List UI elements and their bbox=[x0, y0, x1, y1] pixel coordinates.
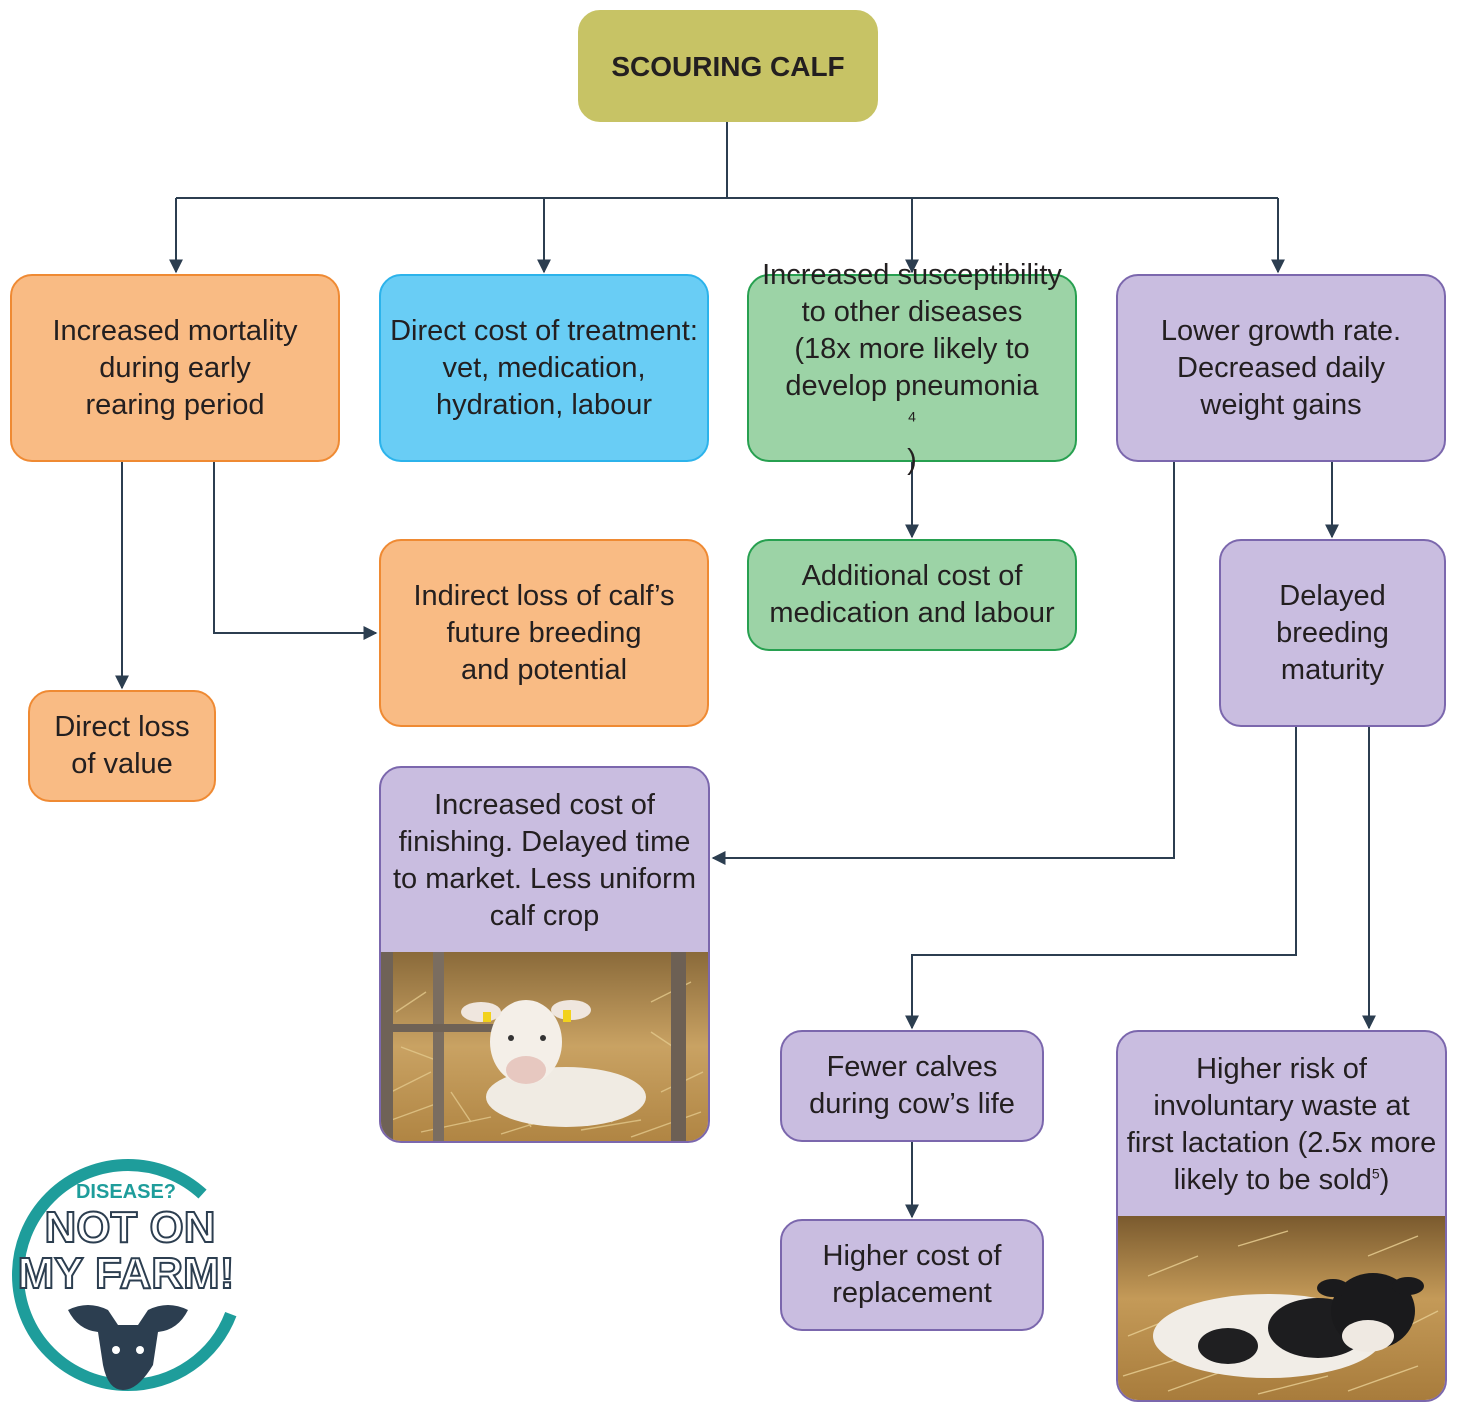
node-line: involuntary waste at bbox=[1153, 1090, 1410, 1122]
logo-line2-text: MY FARM! bbox=[18, 1249, 235, 1298]
node-line: Direct cost of treatment: bbox=[390, 314, 698, 347]
node-line: during cow’s life bbox=[809, 1088, 1015, 1120]
node-line: and potential bbox=[460, 653, 628, 686]
node-line: Direct loss bbox=[54, 711, 190, 743]
node-line: first lactation (2.5x more bbox=[1126, 1127, 1437, 1159]
node-line: vet, medication, bbox=[442, 351, 646, 384]
node-line: replacement bbox=[832, 1277, 992, 1309]
footnote-marker: 4 bbox=[908, 408, 916, 425]
arrow-mortality-to-indirect-loss bbox=[213, 462, 378, 640]
node-line: hydration, labour bbox=[435, 388, 652, 421]
node-line-tail: ) bbox=[1379, 1164, 1390, 1196]
node-line: to market. Less uniform bbox=[393, 863, 696, 895]
node-line: rearing period bbox=[85, 388, 265, 421]
node-indirect-loss: Indirect loss of calf’s future breeding … bbox=[379, 539, 709, 727]
node-line: Decreased daily bbox=[1177, 351, 1385, 384]
node-increased-susceptibility: Increased susceptibility to other diseas… bbox=[747, 259, 1077, 476]
node-additional-cost: Additional cost of medication and labour bbox=[747, 539, 1077, 651]
node-line: breeding bbox=[1276, 616, 1389, 649]
node-line: Increased susceptibility bbox=[762, 259, 1062, 291]
node-line: Higher cost of bbox=[822, 1240, 1002, 1272]
node-line-with-footnote: likely to be sold5) bbox=[1127, 1162, 1436, 1199]
arrow-growth-to-finishing bbox=[711, 462, 1175, 865]
black-white-calf-photo bbox=[1118, 1216, 1445, 1400]
node-line: Indirect loss of calf’s bbox=[413, 579, 675, 612]
footnote-marker: 5 bbox=[1371, 1165, 1380, 1182]
node-higher-risk-waste: Higher risk of involuntary waste at firs… bbox=[1116, 1030, 1447, 1402]
root-node-scouring-calf: SCOURING CALF bbox=[578, 10, 878, 122]
node-line: Fewer calves bbox=[826, 1051, 998, 1083]
node-line: Increased cost of bbox=[434, 789, 655, 821]
node-line: Additional cost of bbox=[801, 560, 1023, 592]
node-line: of value bbox=[71, 748, 173, 780]
node-line: to other diseases bbox=[801, 296, 1023, 328]
node-fewer-calves: Fewer calves during cow’s life bbox=[780, 1030, 1044, 1142]
node-direct-loss: Direct loss of value bbox=[28, 690, 216, 802]
node-line-with-footnote: develop pneumonia 4) bbox=[762, 368, 1062, 479]
arrow-delayed-to-fewer-calves bbox=[905, 726, 1297, 1030]
logo-disease-text: DISEASE? bbox=[76, 1181, 176, 1203]
node-line: (18x more likely to bbox=[794, 333, 1030, 365]
node-line: Delayed bbox=[1279, 579, 1386, 612]
node-lower-growth-rate: Lower growth rate. Decreased daily weigh… bbox=[1116, 274, 1446, 462]
node-higher-cost-replacement: Higher cost of replacement bbox=[780, 1219, 1044, 1331]
node-increased-finishing-cost: Increased cost of finishing. Delayed tim… bbox=[379, 766, 710, 1143]
node-line: finishing. Delayed time bbox=[398, 826, 691, 858]
node-increased-mortality: Increased mortality during early rearing… bbox=[10, 274, 340, 462]
node-direct-cost-treatment: Direct cost of treatment: vet, medicatio… bbox=[379, 274, 709, 462]
root-label: SCOURING CALF bbox=[611, 50, 845, 82]
node-line: Higher risk of bbox=[1196, 1053, 1367, 1085]
not-on-my-farm-logo: DISEASE? NOT ON MY FARM! bbox=[12, 1159, 244, 1391]
node-line: during early bbox=[99, 351, 251, 384]
node-line-text: develop pneumonia bbox=[785, 370, 1039, 402]
node-line: Lower growth rate. bbox=[1160, 314, 1402, 347]
cow-head-icon bbox=[68, 1305, 188, 1390]
logo-line1-text: NOT ON bbox=[44, 1203, 215, 1252]
node-delayed-breeding: Delayed breeding maturity bbox=[1219, 539, 1446, 727]
node-line-tail: ) bbox=[907, 444, 917, 476]
node-line: future breeding bbox=[446, 616, 642, 649]
node-line: Increased mortality bbox=[52, 314, 298, 347]
node-line: maturity bbox=[1280, 653, 1385, 686]
node-line: weight gains bbox=[1200, 388, 1362, 421]
white-calf-photo bbox=[381, 952, 708, 1141]
node-line: medication and labour bbox=[769, 597, 1055, 629]
node-line-text: likely to be sold bbox=[1173, 1164, 1372, 1196]
node-line: calf crop bbox=[489, 900, 600, 932]
